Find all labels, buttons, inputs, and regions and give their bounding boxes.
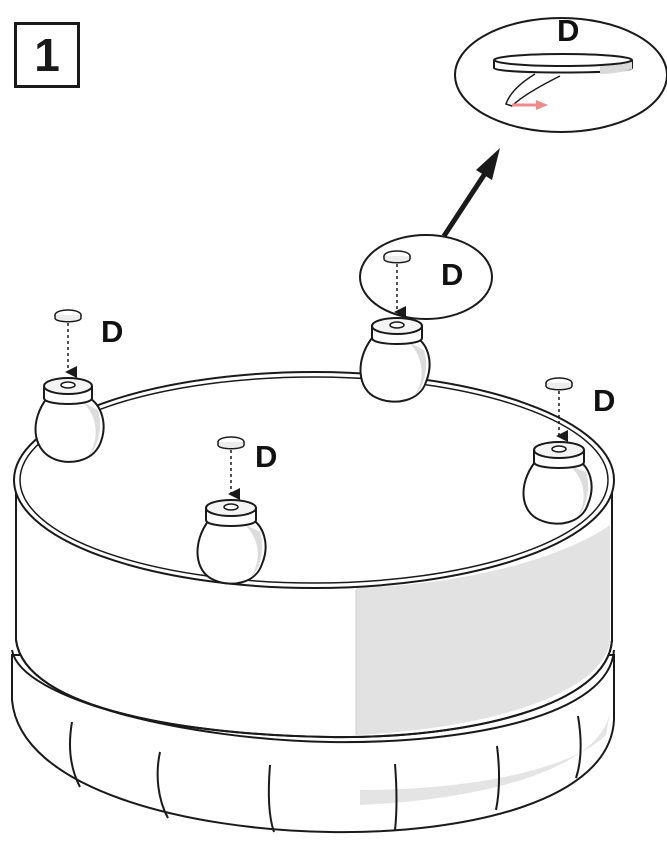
detail-callout	[454, 17, 667, 133]
foot-back	[359, 317, 431, 403]
glide-left	[54, 309, 82, 378]
base-ring-shade	[360, 712, 610, 805]
base-segments	[69, 715, 582, 833]
callout-oval-small	[359, 234, 493, 320]
glide-prong	[505, 73, 561, 107]
step-number: 1	[34, 29, 60, 81]
glide-back	[383, 250, 411, 318]
foot-front	[196, 499, 267, 585]
part-label-callout: D	[441, 257, 464, 292]
step-number-box: 1	[14, 22, 80, 88]
cylinder-side-shade	[356, 525, 610, 735]
part-label-detail: D	[557, 13, 580, 48]
table-top	[13, 371, 615, 589]
part-label-left: D	[101, 314, 124, 349]
leader-arrow	[441, 148, 500, 238]
foot-left	[34, 377, 105, 463]
direction-arrow-icon	[512, 100, 548, 110]
table-body	[11, 371, 615, 834]
glide-front	[217, 436, 245, 500]
glide-right	[545, 377, 573, 442]
part-label-front: D	[255, 439, 278, 474]
table-top-rim	[19, 376, 609, 584]
foot-right	[522, 441, 593, 525]
part-label-right: D	[593, 383, 616, 418]
waist-band	[11, 649, 615, 744]
